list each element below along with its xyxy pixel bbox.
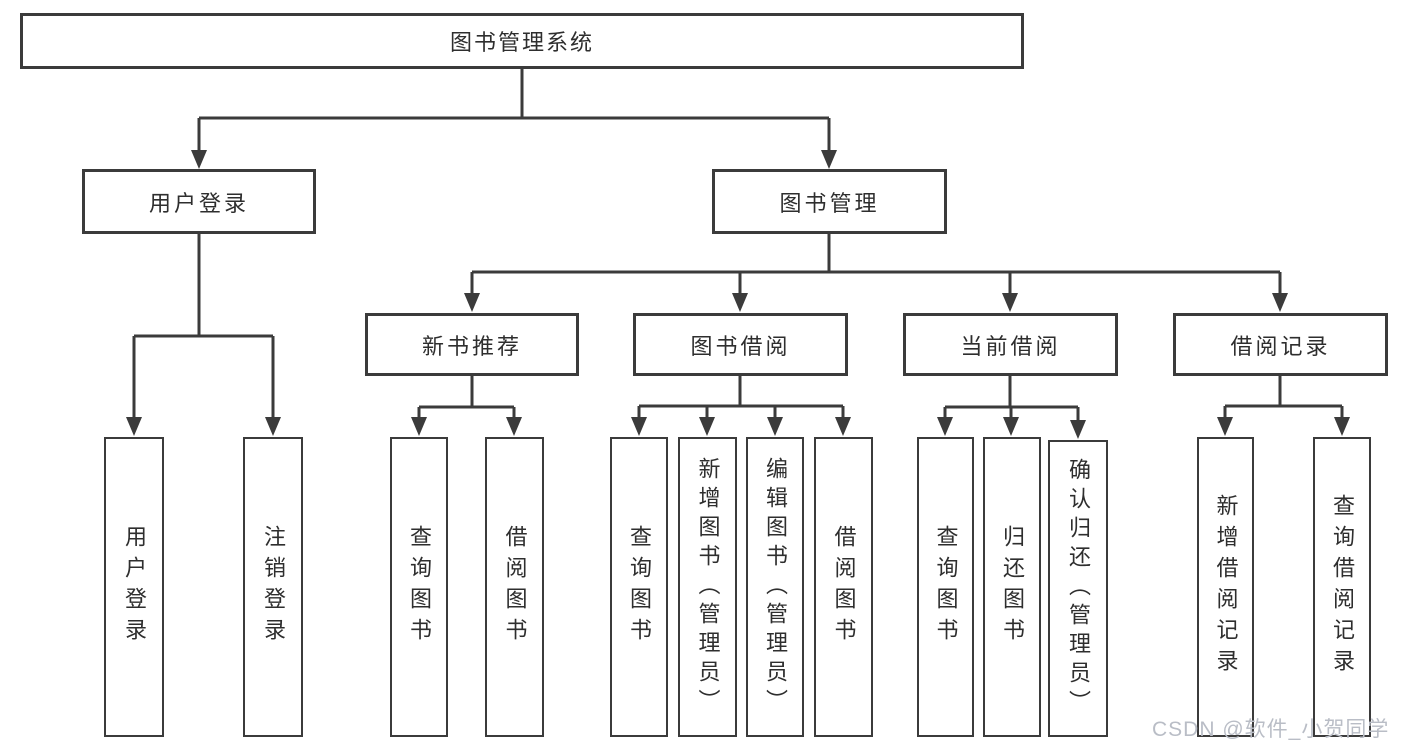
node-label: 当前借阅 (960, 333, 1061, 359)
node-label: 查询图书 (627, 525, 652, 649)
node-label: 注销登录 (261, 525, 286, 649)
leaf-borrow-books-2[interactable]: 借阅图书 (814, 437, 873, 737)
node-label: 用户登录 (148, 190, 249, 216)
node-label: 查询图书 (407, 525, 432, 649)
node-label: 确认归还（管理员） (1066, 458, 1091, 719)
node-label: 图书管理 (779, 190, 880, 216)
leaf-query-books-3[interactable]: 查询图书 (917, 437, 974, 737)
leaf-confirm-return-admin[interactable]: 确认归还（管理员） (1048, 440, 1108, 737)
node-label: 用户登录 (122, 525, 147, 649)
leaf-user-login[interactable]: 用户登录 (104, 437, 164, 737)
node-label: 图书管理系统 (449, 30, 594, 55)
leaf-return-books[interactable]: 归还图书 (983, 437, 1041, 737)
node-label: 新增图书（管理员） (695, 456, 721, 718)
node-label: 新书推荐 (421, 333, 522, 359)
node-label: 借阅图书 (831, 525, 857, 649)
node-current-borrow[interactable]: 当前借阅 (903, 313, 1118, 376)
node-user-login-branch[interactable]: 用户登录 (82, 169, 316, 234)
node-system-root[interactable]: 图书管理系统 (20, 13, 1024, 69)
node-label: 借阅图书 (502, 525, 528, 649)
leaf-edit-books-admin[interactable]: 编辑图书（管理员） (746, 437, 804, 737)
leaf-logout[interactable]: 注销登录 (243, 437, 303, 737)
node-label: 归还图书 (1000, 525, 1025, 649)
node-label: 查询借阅记录 (1330, 494, 1355, 680)
node-book-management-branch[interactable]: 图书管理 (712, 169, 947, 234)
leaf-query-borrow-record[interactable]: 查询借阅记录 (1313, 437, 1371, 737)
node-label: 编辑图书（管理员） (763, 456, 788, 718)
leaf-add-borrow-record[interactable]: 新增借阅记录 (1197, 437, 1254, 737)
node-new-book-recommend[interactable]: 新书推荐 (365, 313, 579, 376)
connector-lines (132, 69, 1344, 431)
leaf-borrow-books-1[interactable]: 借阅图书 (485, 437, 544, 737)
leaf-add-books-admin[interactable]: 新增图书（管理员） (678, 437, 737, 737)
node-label: 借阅记录 (1230, 333, 1331, 359)
node-label: 查询图书 (933, 525, 959, 649)
arrowhead-icons (126, 150, 1350, 439)
leaf-query-books-1[interactable]: 查询图书 (390, 437, 448, 737)
csdn-watermark: CSDN @软件_小贺同学 (1152, 718, 1390, 741)
node-label: 图书借阅 (690, 333, 791, 359)
leaf-query-books-2[interactable]: 查询图书 (610, 437, 668, 737)
node-label: 新增借阅记录 (1213, 494, 1239, 680)
node-book-borrow[interactable]: 图书借阅 (633, 313, 848, 376)
node-borrow-records[interactable]: 借阅记录 (1173, 313, 1388, 376)
